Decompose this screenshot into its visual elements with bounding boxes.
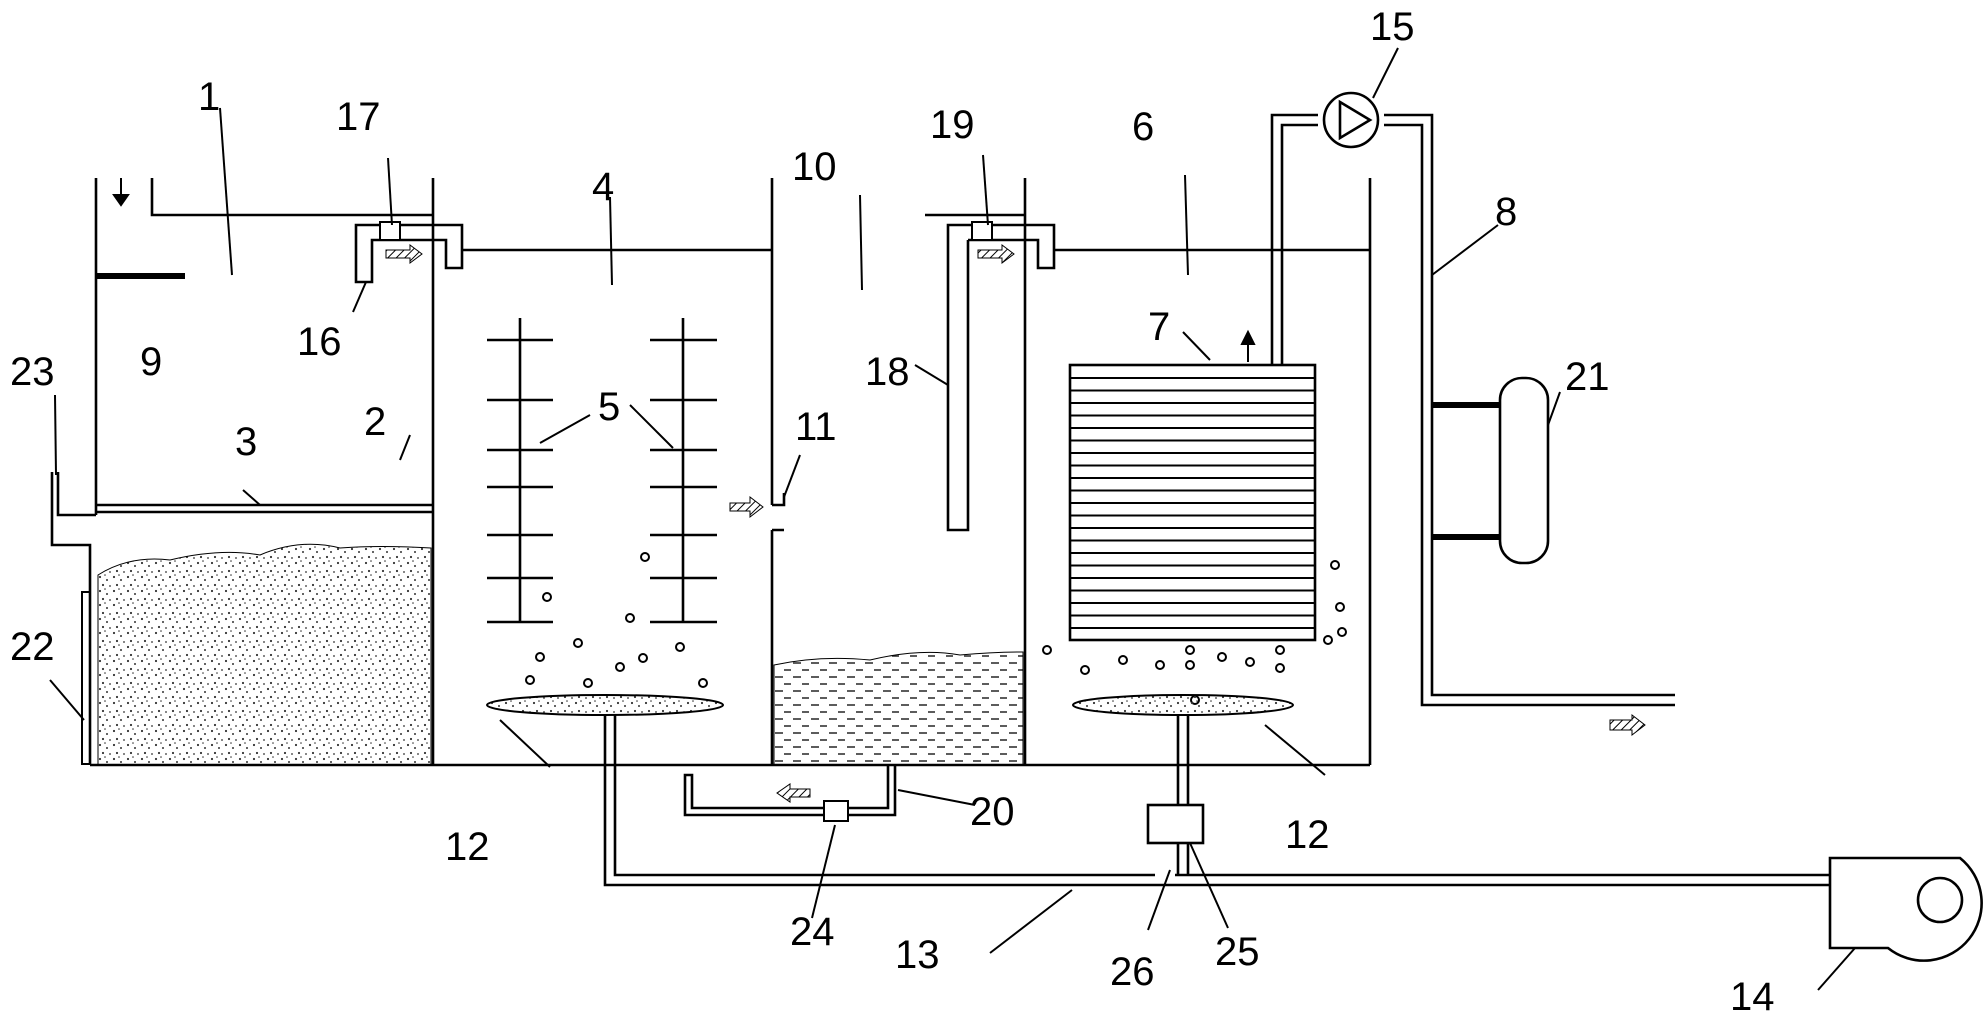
membrane-tank-6 [1042, 178, 1372, 765]
valve-19 [971, 221, 993, 241]
label-19: 19 [930, 103, 975, 147]
return-pipe-20 [683, 765, 897, 822]
door-22 [81, 591, 91, 765]
label-25: 25 [1215, 930, 1260, 974]
flow-arrow [1609, 713, 1646, 737]
pump-15 [1322, 91, 1380, 149]
membrane-lines [1070, 377, 1315, 629]
flow-arrow [729, 495, 764, 519]
inlet-11 [772, 493, 786, 532]
label-23: 23 [10, 350, 55, 394]
sand-bed-2 [97, 543, 432, 766]
label-8: 8 [1495, 190, 1517, 234]
air-bubbles-right [1042, 560, 1347, 705]
stirrer-5-left [487, 318, 553, 624]
backwash-tank-21 [1432, 376, 1550, 565]
label-10: 10 [792, 145, 837, 189]
label-4: 4 [592, 165, 614, 209]
air-pipe-13 [603, 715, 1983, 962]
label-1: 1 [198, 75, 220, 119]
sedimentation-tank-10 [729, 178, 1027, 766]
valve-25 [1146, 803, 1205, 845]
flow-arrow [776, 783, 811, 803]
label-17: 17 [336, 95, 381, 139]
overflow-weir-19 [946, 221, 1056, 270]
label-20: 20 [970, 790, 1015, 834]
label-18: 18 [865, 350, 910, 394]
overflow-weir-16 [354, 221, 464, 284]
label-9: 9 [140, 340, 162, 384]
blower-14 [1828, 856, 1983, 962]
label-14: 14 [1730, 975, 1775, 1019]
label-6: 6 [1132, 105, 1154, 149]
label-24: 24 [790, 910, 835, 954]
label-22: 22 [10, 625, 55, 669]
label-26: 26 [1110, 950, 1155, 994]
label-5: 5 [598, 385, 620, 429]
label-3: 3 [235, 420, 257, 464]
label-12-left: 12 [445, 825, 490, 869]
valve-24 [823, 800, 849, 822]
pipe-18 [946, 235, 970, 532]
callout-labels: 1 2 3 4 5 6 7 8 9 10 11 12 12 13 14 15 1… [10, 5, 1775, 1019]
valve-17 [379, 221, 401, 241]
aerator-12-left [486, 694, 724, 716]
label-7: 7 [1148, 305, 1170, 349]
leader-lines [49, 47, 1856, 991]
label-12-right: 12 [1285, 813, 1330, 857]
settling-tank-1 [50, 178, 1370, 767]
permeate-arrow [1240, 329, 1256, 362]
flow-arrow [385, 244, 423, 264]
stirrer-5-right [650, 318, 717, 624]
reaction-tank-4 [462, 178, 774, 765]
flow-arrow [977, 244, 1015, 264]
label-15: 15 [1370, 5, 1415, 49]
sludge-layer [773, 651, 1024, 766]
air-bubbles-left [525, 552, 708, 688]
aerator-12-right [1072, 694, 1294, 716]
label-13: 13 [895, 933, 940, 977]
label-21: 21 [1565, 355, 1610, 399]
plate-3 [96, 503, 433, 514]
label-2: 2 [364, 400, 386, 444]
label-11: 11 [795, 405, 837, 449]
label-16: 16 [297, 320, 342, 364]
inlet-arrow [112, 178, 130, 207]
